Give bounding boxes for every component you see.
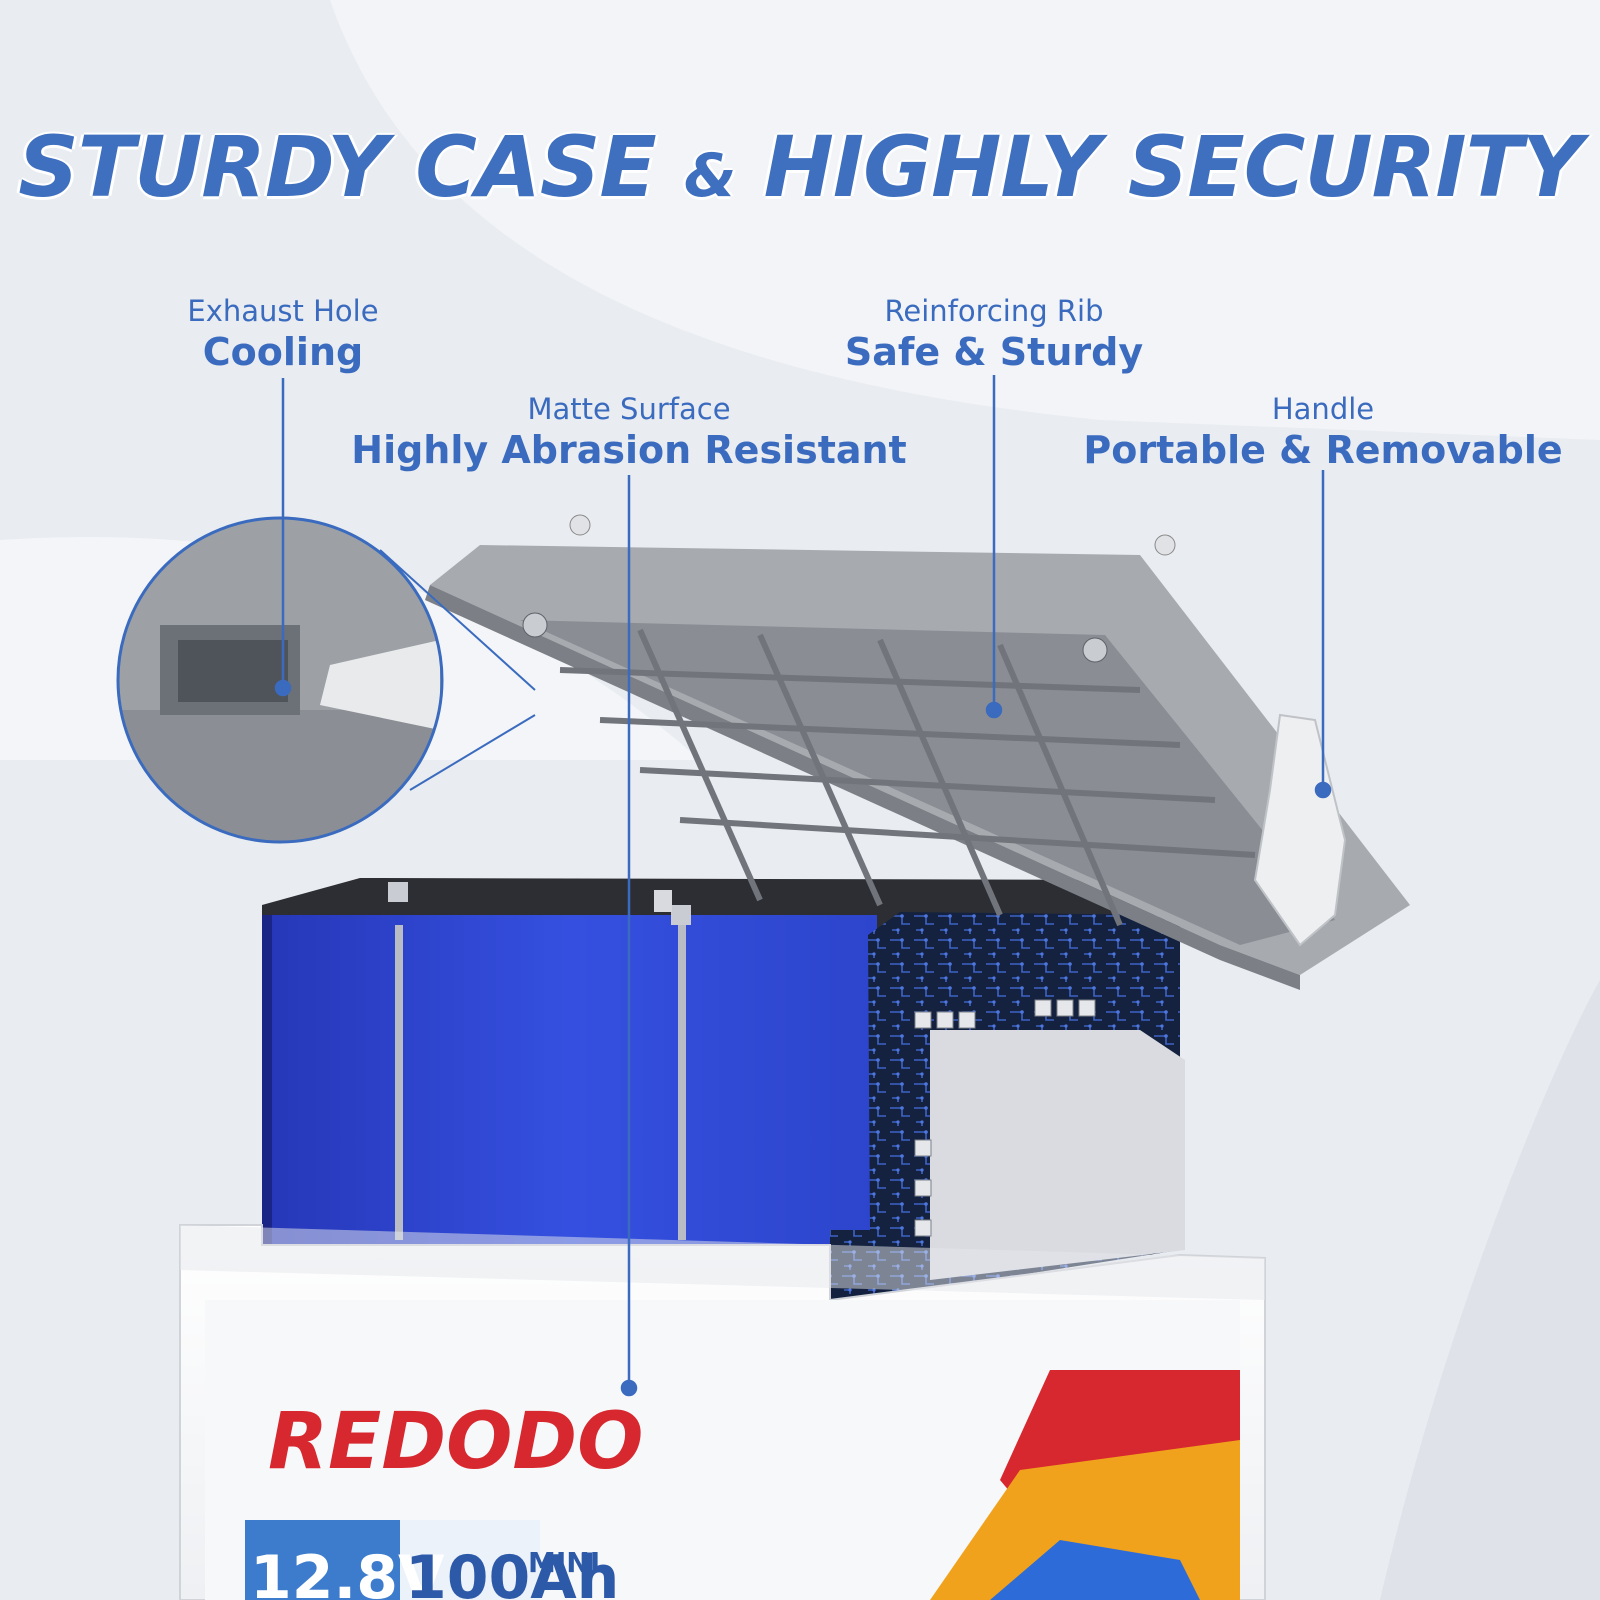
headline-part2: HIGHLY SECURITY [763, 118, 1583, 216]
callout-reinforcing-rib: Reinforcing Rib Safe & Sturdy [845, 292, 1143, 374]
callout-main: Highly Abrasion Resistant [351, 428, 907, 472]
voltage-label: 12.8V [250, 1543, 445, 1600]
callout-sub: Exhaust Hole [187, 294, 379, 328]
callout-main: Safe & Sturdy [844, 330, 1144, 374]
callout-sub: Handle [1271, 392, 1375, 426]
capacity-label: 100Ah [405, 1543, 619, 1600]
callout-matte-surface: Matte Surface Highly Abrasion Resistant [351, 390, 906, 472]
model-tag: MINI [528, 1546, 600, 1579]
callout-main: Cooling [202, 330, 364, 374]
product-label: REDODO 12.8V 100Ah MINI [245, 1397, 643, 1600]
battery-cells [262, 878, 1185, 1245]
exhaust-hole-zoom [116, 516, 536, 844]
callout-sub: Matte Surface [527, 392, 731, 426]
battery-lid [425, 514, 1410, 990]
callout-leaders [274, 375, 1332, 1397]
callout-exhaust-hole: Exhaust Hole Cooling [187, 292, 378, 374]
callout-handle: Handle Portable & Removable [1083, 390, 1562, 472]
headline-ampersand: & [684, 141, 736, 211]
brand-blue-shape [990, 1540, 1200, 1600]
headline-part1: STURDY CASE [18, 118, 656, 216]
callout-main: Portable & Removable [1083, 428, 1563, 472]
brand-logo: REDODO [268, 1397, 643, 1487]
bms-circuit-board [830, 912, 1185, 1300]
page-headline: STURDY CASE & HIGHLY SECURITY [0, 118, 1600, 216]
callout-sub: Reinforcing Rib [884, 294, 1104, 328]
